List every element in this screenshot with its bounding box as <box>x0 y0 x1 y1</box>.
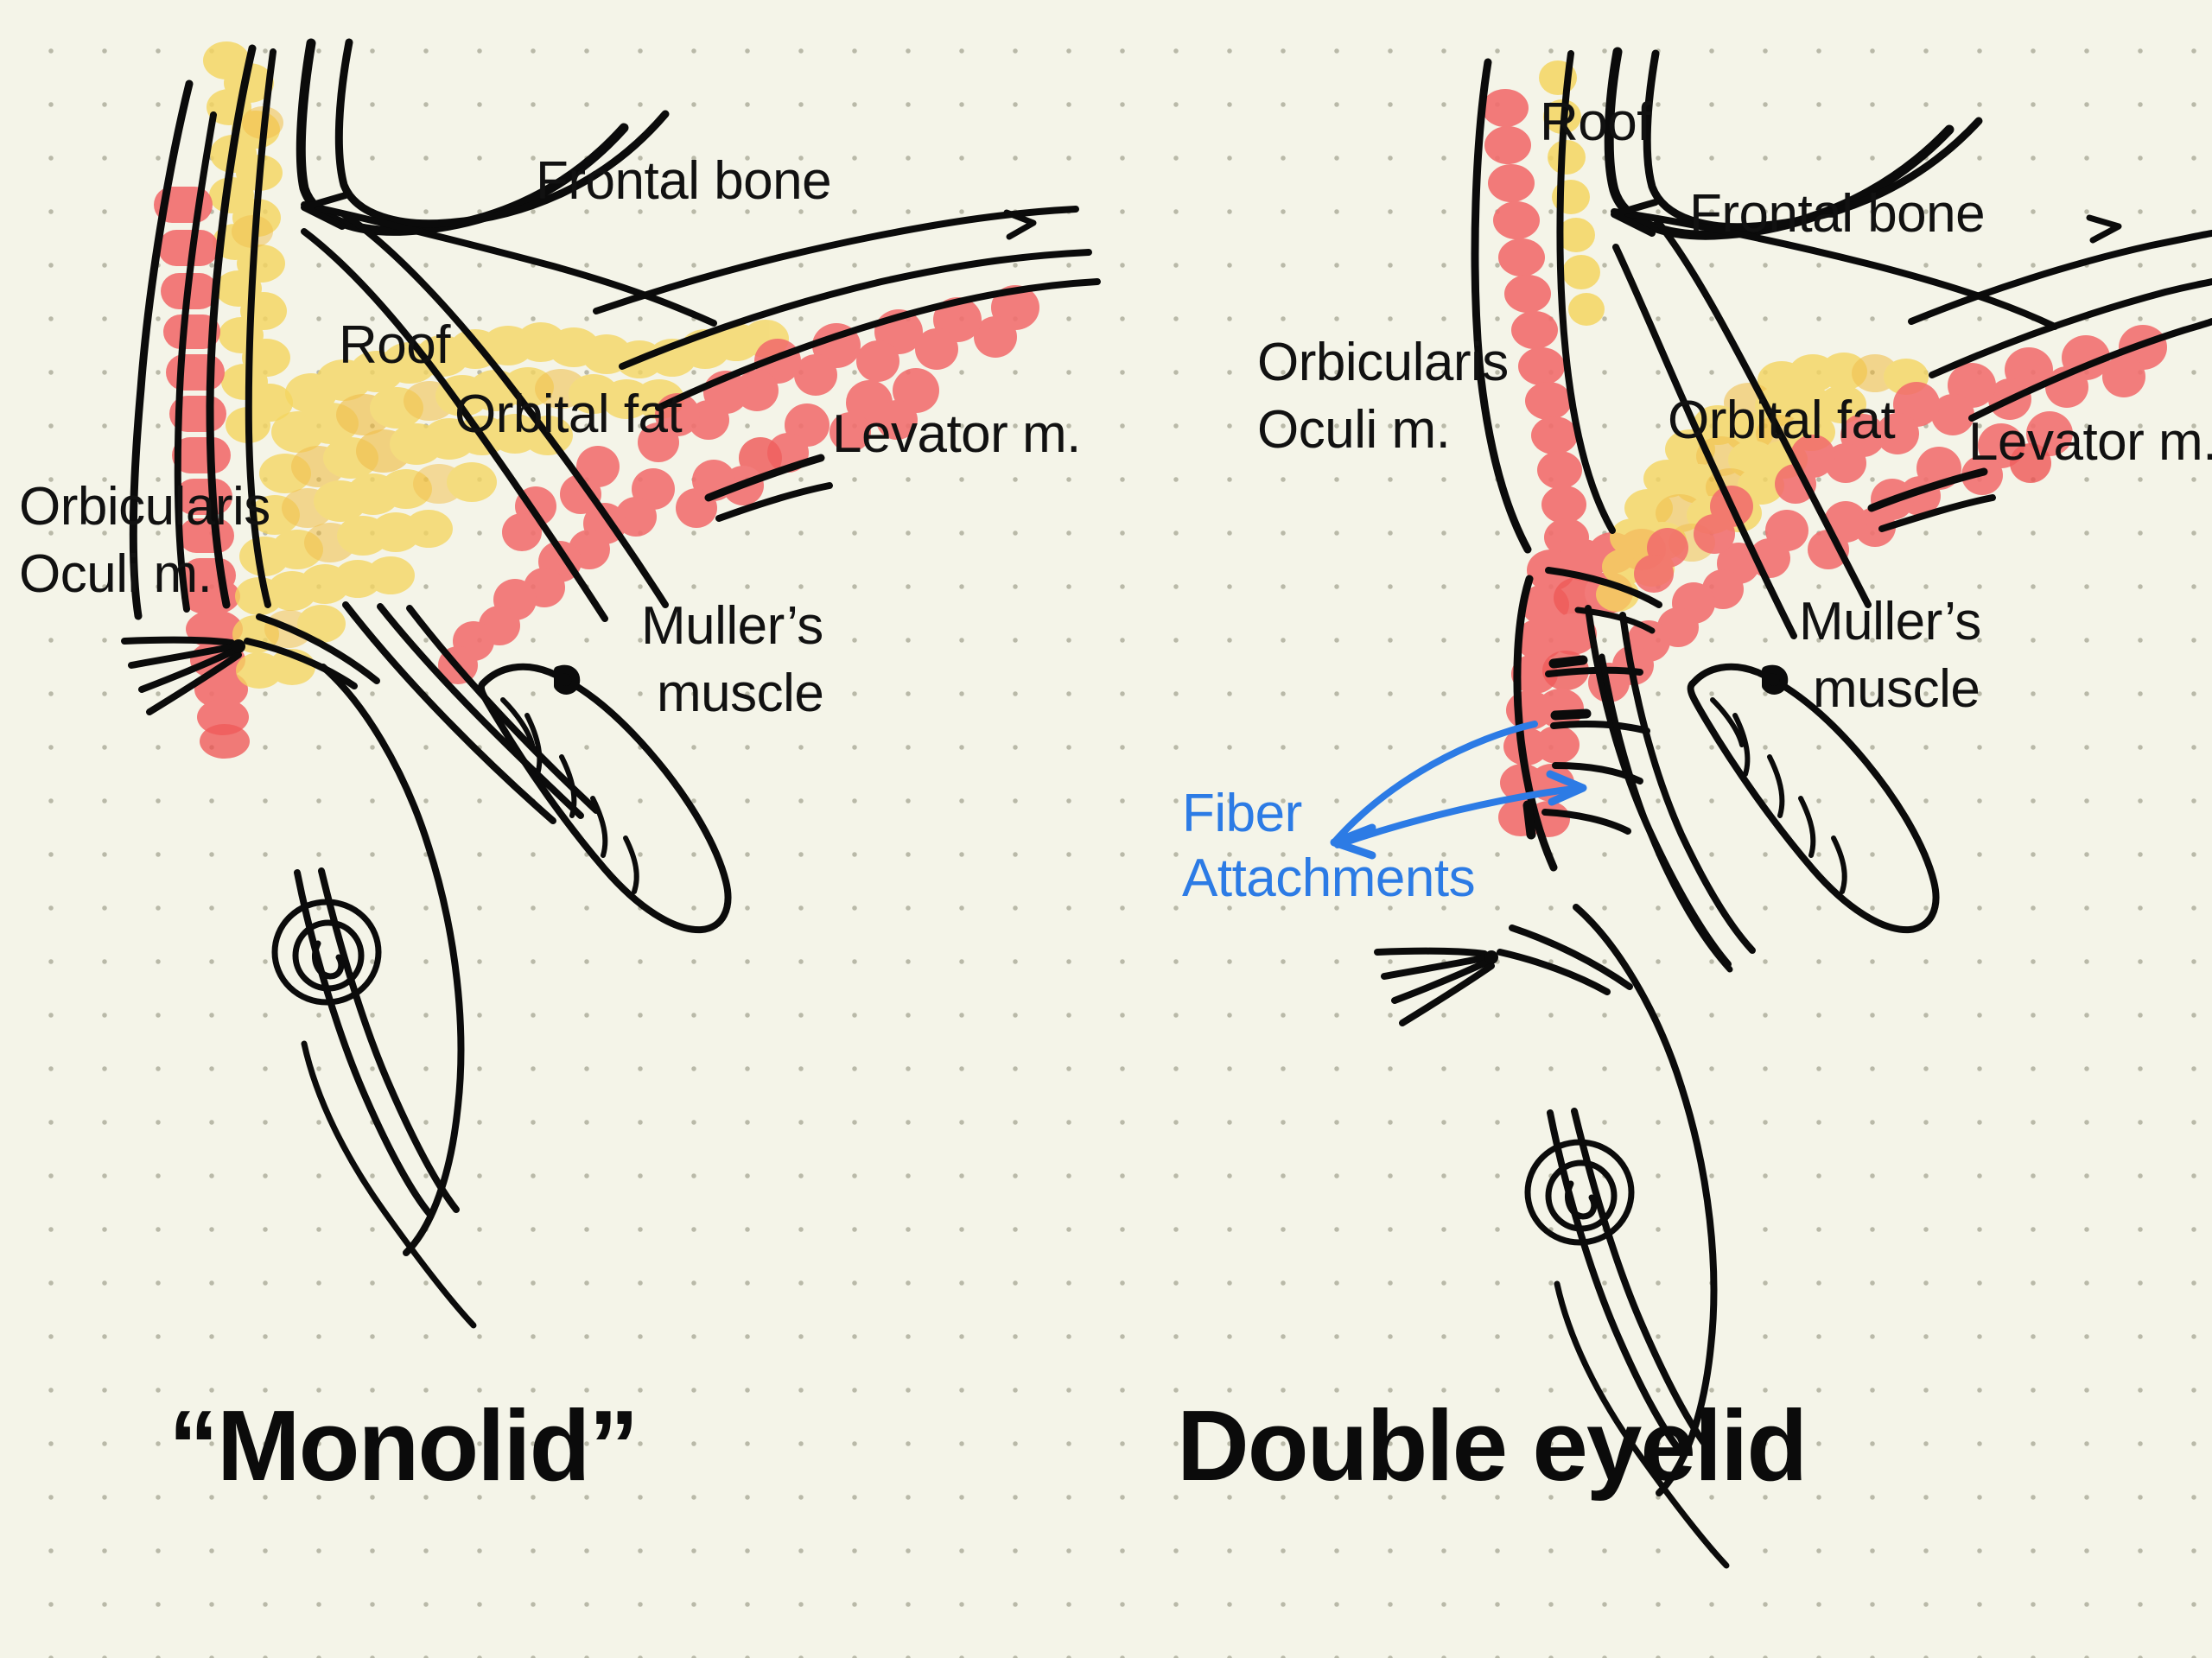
label-mullers-muscle-right-line1: Muller’s <box>1799 592 1981 651</box>
double-eyelid-illustration <box>1330 47 2212 1569</box>
double-eyelid-orbicularis-oculi-muscle <box>1482 89 1666 837</box>
label-fiber-attachments-line1: Fiber <box>1182 784 1302 843</box>
monolid-ink-strokes <box>121 38 1101 1329</box>
label-levator-muscle-right: Levator m. <box>1968 412 2212 472</box>
label-orbicularis-oculi-right-line1: Orbicularis <box>1257 333 1509 392</box>
label-frontal-bone-left: Frontal bone <box>536 151 832 211</box>
panel-title-monolid: “Monolid” <box>168 1389 639 1502</box>
double-eyelid-ink-strokes <box>1374 47 2212 1569</box>
label-orbicularis-oculi-left-line2: Oculi m. <box>19 544 213 604</box>
fiber-attachments-leader-arrows <box>1330 721 1587 860</box>
double-eyelid-brow-fat-yellow <box>1539 60 1605 326</box>
panel-title-double-eyelid: Double eyelid <box>1177 1389 1808 1502</box>
label-roof-right: Roof <box>1540 92 1651 152</box>
label-frontal-bone-right: Frontal bone <box>1689 184 1986 244</box>
label-levator-muscle-left: Levator m. <box>832 404 1081 464</box>
label-fiber-attachments-line2: Attachments <box>1182 848 1476 908</box>
label-orbital-fat-right: Orbital fat <box>1668 391 1896 450</box>
label-orbicularis-oculi-right-line2: Oculi m. <box>1257 400 1451 460</box>
label-roof-left: Roof <box>339 315 450 375</box>
label-orbital-fat-left: Orbital fat <box>454 384 683 444</box>
label-orbicularis-oculi-left-line1: Orbicularis <box>19 477 270 537</box>
label-mullers-muscle-left-line1: Muller’s <box>641 596 823 656</box>
monolid-illustration <box>121 38 1101 1329</box>
label-mullers-muscle-right-line2: muscle <box>1813 659 1980 719</box>
label-mullers-muscle-left-line2: muscle <box>657 664 824 723</box>
